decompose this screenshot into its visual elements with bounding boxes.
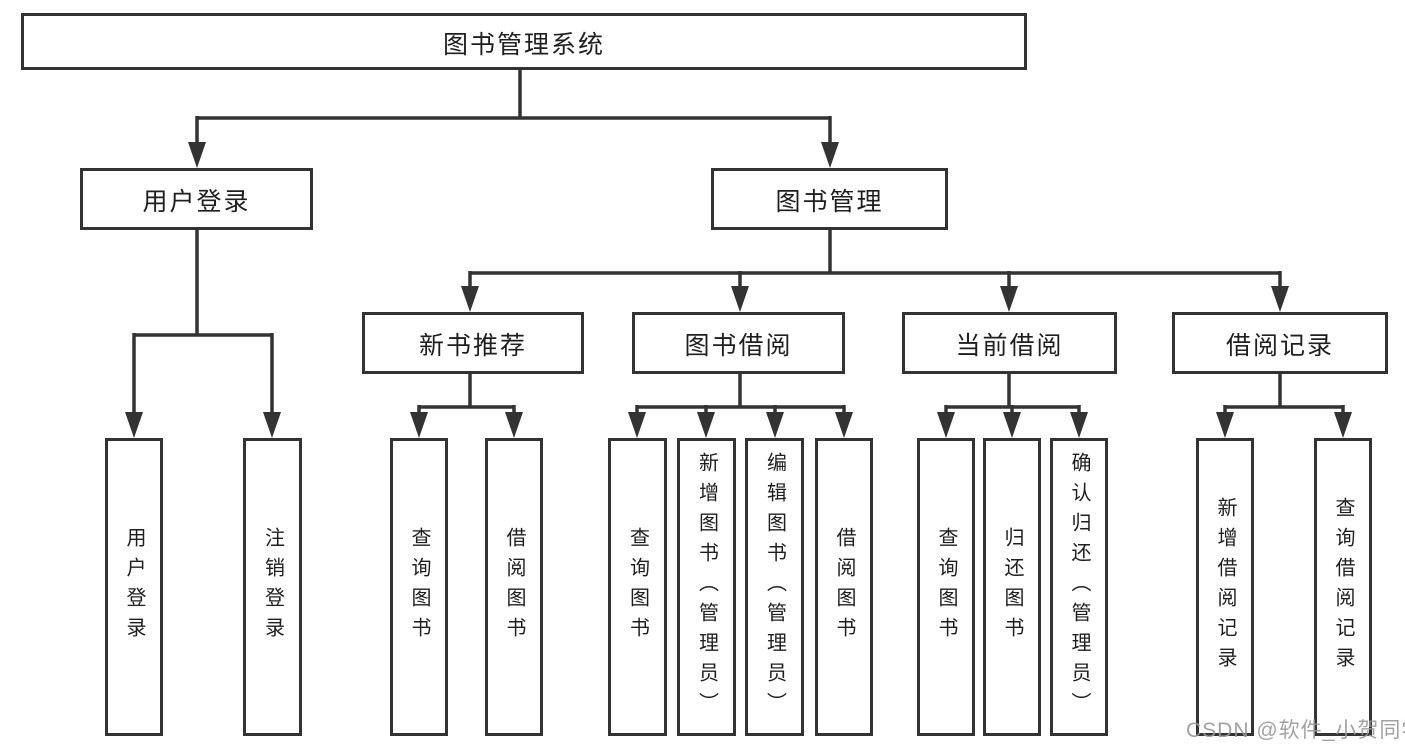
node-book-management: 图书管理 [711, 168, 948, 230]
leaf-add-book-admin-label: 新增图书（管理员） [695, 452, 718, 722]
leaf-borrow-books-1: 借阅图书 [485, 438, 543, 736]
leaf-query-books-1: 查询图书 [390, 438, 448, 736]
leaf-confirm-return-admin-label: 确认归还（管理员） [1068, 452, 1090, 722]
leaf-return-book-label: 归还图书 [1001, 527, 1023, 647]
leaf-query-borrow-record-label: 查询借阅记录 [1332, 497, 1354, 677]
leaf-edit-book-admin-label: 编辑图书（管理员） [763, 452, 786, 722]
leaf-user-login-label: 用户登录 [123, 527, 145, 647]
node-current-borrowing: 当前借阅 [902, 312, 1117, 374]
node-book-borrowing: 图书借阅 [632, 312, 845, 374]
leaf-add-borrow-record-label: 新增借阅记录 [1214, 497, 1236, 677]
node-current-borrowing-label: 当前借阅 [955, 332, 1064, 360]
leaf-logout: 注销登录 [243, 438, 302, 736]
leaf-add-borrow-record: 新增借阅记录 [1196, 438, 1254, 736]
node-borrowing-records-label: 借阅记录 [1225, 332, 1334, 360]
leaf-borrow-books-2: 借阅图书 [815, 438, 873, 736]
leaf-query-borrow-record: 查询借阅记录 [1314, 438, 1372, 736]
node-new-book-recommendation-label: 新书推荐 [418, 332, 527, 360]
leaf-query-books-2: 查询图书 [608, 438, 667, 736]
node-user-login-label: 用户登录 [142, 188, 251, 216]
leaf-query-books-3: 查询图书 [917, 438, 975, 736]
leaf-logout-label: 注销登录 [261, 527, 284, 647]
node-borrowing-records: 借阅记录 [1172, 312, 1388, 374]
node-root: 图书管理系统 [21, 13, 1027, 70]
node-book-management-label: 图书管理 [775, 188, 884, 216]
leaf-user-login: 用户登录 [105, 438, 163, 736]
leaf-edit-book-admin: 编辑图书（管理员） [745, 438, 804, 736]
node-book-borrowing-label: 图书借阅 [684, 332, 793, 360]
leaf-query-books-2-label: 查询图书 [626, 527, 649, 647]
leaf-borrow-books-1-label: 借阅图书 [503, 527, 525, 647]
leaf-query-books-3-label: 查询图书 [935, 527, 957, 647]
leaf-borrow-books-2-label: 借阅图书 [833, 527, 855, 647]
leaf-query-books-1-label: 查询图书 [408, 527, 430, 647]
leaf-add-book-admin: 新增图书（管理员） [677, 438, 736, 736]
node-new-book-recommendation: 新书推荐 [362, 312, 584, 374]
node-root-label: 图书管理系统 [442, 30, 605, 59]
csdn-watermark: CSDN @软件_小贺同学 [1186, 719, 1405, 742]
node-user-login: 用户登录 [80, 168, 313, 230]
leaf-confirm-return-admin: 确认归还（管理员） [1050, 438, 1108, 736]
leaf-return-book: 归还图书 [983, 438, 1041, 736]
